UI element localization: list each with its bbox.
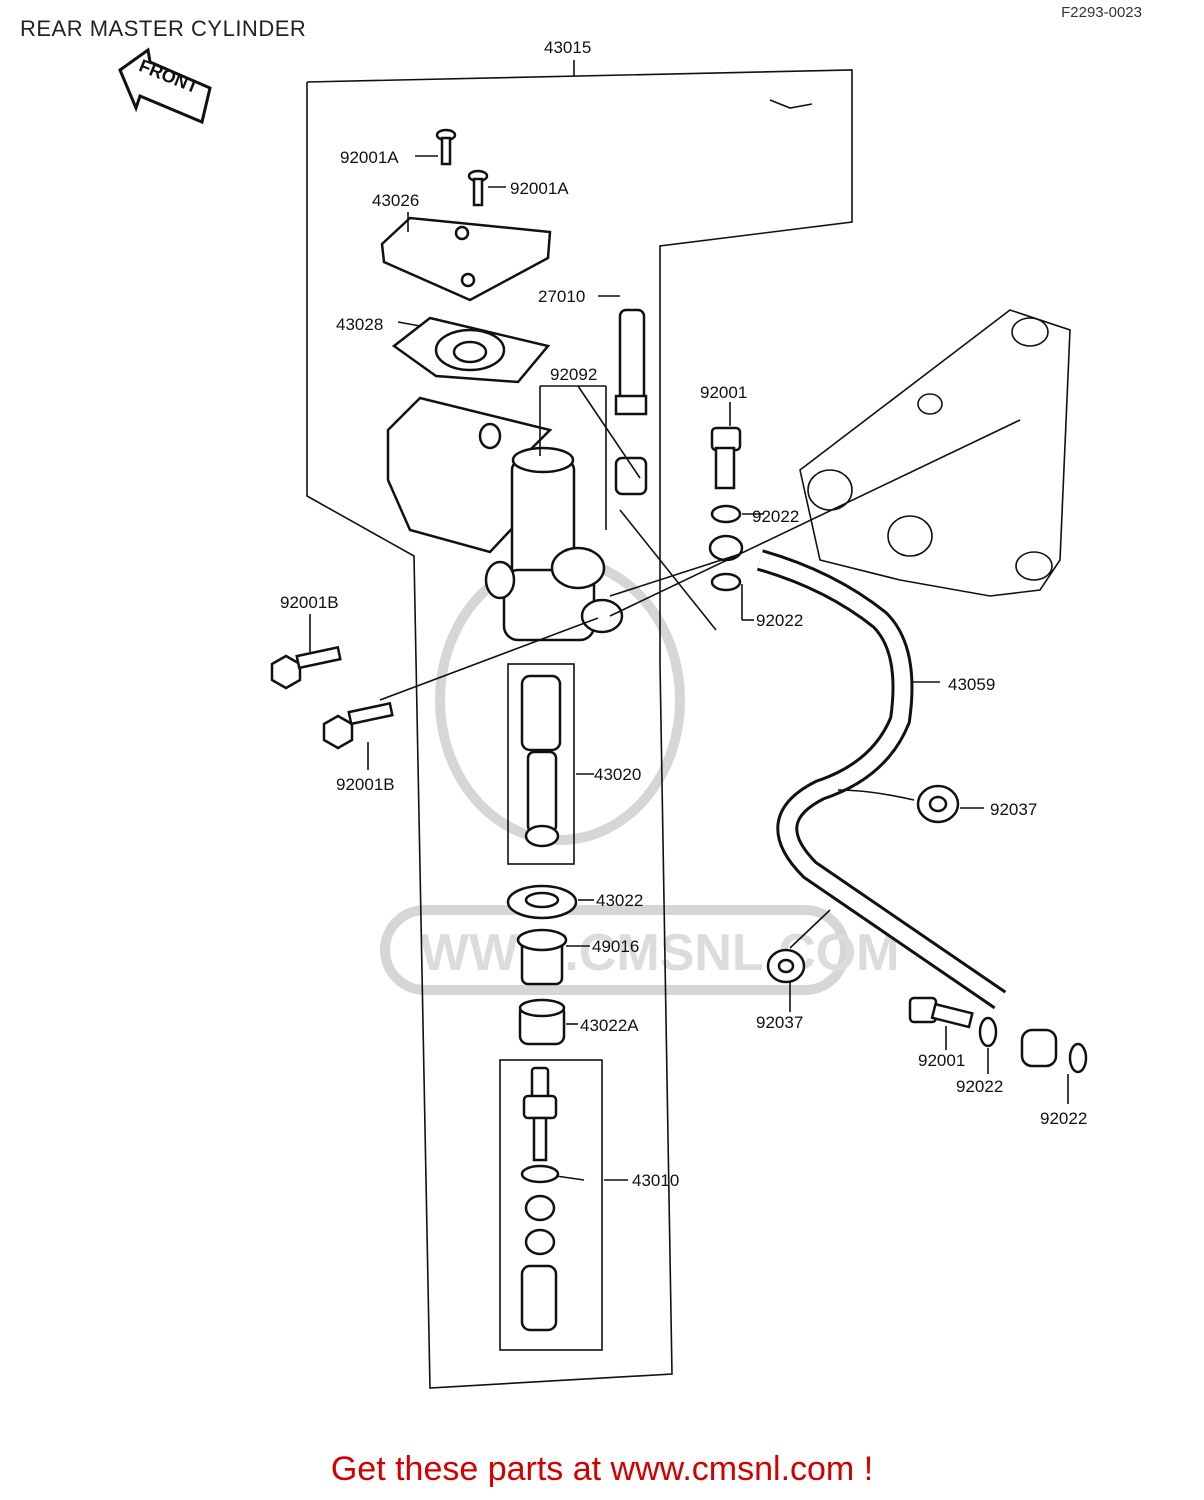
label-92037-b: 92037 bbox=[756, 1013, 803, 1032]
label-92022-a: 92022 bbox=[752, 507, 799, 526]
mounting-bracket bbox=[799, 309, 1071, 597]
front-arrow-icon: FRONT bbox=[118, 47, 212, 125]
label-92022-d: 92022 bbox=[1040, 1109, 1087, 1128]
grommet-92037-a bbox=[916, 784, 960, 824]
master-cylinder-body bbox=[484, 446, 624, 642]
label-27010: 27010 bbox=[538, 287, 585, 306]
label-92001b-2: 92001B bbox=[336, 775, 395, 794]
part-labels: 43015 92001A 92001A 43026 43028 27010 92… bbox=[280, 38, 1087, 1190]
label-92001a-2: 92001A bbox=[510, 179, 569, 198]
bolt-92001b-upper bbox=[270, 645, 342, 690]
reservoir-hose-27010 bbox=[614, 93, 813, 496]
label-43059: 43059 bbox=[948, 675, 995, 694]
label-43015: 43015 bbox=[544, 38, 591, 57]
label-49016: 49016 bbox=[592, 937, 639, 956]
push-rod-kit-43010 bbox=[499, 1059, 603, 1351]
label-92037-a: 92037 bbox=[990, 800, 1037, 819]
label-92001-top: 92001 bbox=[700, 383, 747, 402]
banjo-bolt-92001-bottom bbox=[908, 996, 1088, 1074]
brake-hose-43059 bbox=[756, 549, 1058, 1068]
label-43028: 43028 bbox=[336, 315, 383, 334]
diagram-code: F2293-0023 bbox=[1061, 4, 1142, 21]
diaphragm-43028 bbox=[391, 316, 551, 384]
label-92001-bottom: 92001 bbox=[918, 1051, 965, 1070]
label-43020: 43020 bbox=[594, 765, 641, 784]
clip-43022a bbox=[518, 998, 566, 1046]
get-parts-link[interactable]: Get these parts at www.cmsnl.com ! bbox=[330, 1450, 874, 1488]
label-92022-b: 92022 bbox=[756, 611, 803, 630]
label-92022-c: 92022 bbox=[956, 1077, 1003, 1096]
grommet-92037-b bbox=[766, 948, 806, 984]
boot-49016 bbox=[516, 928, 568, 986]
label-92001a-1: 92001A bbox=[340, 148, 399, 167]
label-92001b-1: 92001B bbox=[280, 593, 339, 612]
label-43026: 43026 bbox=[372, 191, 419, 210]
piston-kit-43020 bbox=[507, 663, 575, 865]
reservoir-cap-43026 bbox=[380, 216, 552, 302]
label-92092: 92092 bbox=[550, 365, 597, 384]
diagram-title: REAR MASTER CYLINDER bbox=[20, 16, 307, 41]
leader-lines bbox=[309, 155, 1069, 1181]
bolt-92001b-lower bbox=[322, 701, 394, 750]
seal-43022 bbox=[506, 884, 578, 920]
watermark-text: WWW.CMSNL.COM bbox=[420, 924, 899, 982]
label-43022a: 43022A bbox=[580, 1016, 639, 1035]
label-43022: 43022 bbox=[596, 891, 643, 910]
assembly-outline bbox=[306, 60, 853, 1389]
screw-92001a-top bbox=[435, 128, 457, 166]
screw-92001a-second bbox=[467, 169, 489, 207]
label-43010: 43010 bbox=[632, 1171, 679, 1190]
watermark-logo: WWW.CMSNL.COM bbox=[380, 555, 899, 995]
